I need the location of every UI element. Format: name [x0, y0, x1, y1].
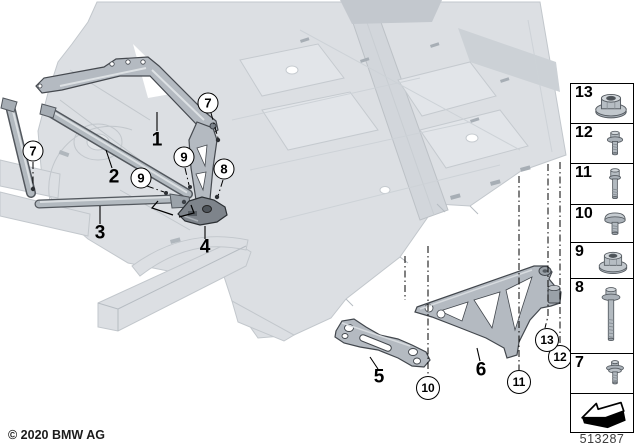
flange-nut-icon	[598, 251, 628, 274]
fastener-callout-7: 7	[22, 140, 44, 162]
reinforcement-parts	[0, 56, 562, 368]
legend-direction-box	[571, 394, 633, 432]
part-2-diagonal-bar	[39, 103, 193, 199]
part-callout-5: 5	[373, 366, 385, 388]
fastener-callout-8: 8	[213, 158, 235, 180]
fastener-callout-10: 10	[416, 376, 440, 400]
part-6-gusset	[414, 265, 562, 359]
legend-item-13: 13	[571, 84, 633, 124]
legend-item-number: 9	[575, 243, 584, 260]
legend-item-number: 7	[575, 354, 584, 371]
legend-item-number: 12	[575, 124, 593, 141]
fastener-callout-7: 7	[197, 92, 219, 114]
legend-item-11: 11	[571, 164, 633, 205]
fastener-callout-12: 12	[548, 345, 572, 369]
legend-item-9: 9	[571, 243, 633, 279]
leader-lines	[30, 112, 561, 377]
legend-item-12: 12	[571, 124, 633, 164]
part-callout-2: 2	[108, 166, 120, 188]
fastener-callout-9: 9	[173, 146, 195, 168]
installation-direction-arrow-icon	[581, 401, 626, 429]
hex-bolt-icon	[609, 168, 621, 200]
legend-item-10: 10	[571, 205, 633, 243]
flange-bolt-short-icon	[606, 130, 624, 155]
legend-item-7: 7	[571, 354, 633, 394]
screw-with-washer-icon	[606, 359, 624, 384]
part-callout-4: 4	[199, 236, 211, 258]
part-3-left-bar	[0, 97, 36, 198]
diagram-id: 513287	[579, 432, 625, 446]
legend-item-number: 11	[575, 164, 592, 181]
flange-nut-icon	[595, 93, 627, 118]
fastener-callout-9: 9	[130, 167, 152, 189]
fastener-legend: 13 12	[570, 83, 634, 433]
part-5-plate	[334, 318, 431, 368]
part-callout-3: 3	[94, 222, 106, 244]
legend-item-number: 10	[575, 205, 593, 222]
flange-bolt-long-icon	[601, 287, 621, 341]
fastener-callout-13: 13	[535, 328, 559, 352]
legend-item-number: 13	[575, 84, 593, 101]
legend-item-number: 8	[575, 279, 584, 296]
part-4-bracket	[177, 196, 228, 226]
copyright-notice: © 2020 BMW AG	[8, 428, 105, 442]
dome-head-bolt-icon	[604, 212, 626, 235]
part-callout-1: 1	[151, 129, 163, 151]
legend-item-8: 8	[571, 279, 633, 354]
part-callout-6: 6	[475, 359, 487, 381]
fastener-callout-11: 11	[507, 370, 531, 394]
